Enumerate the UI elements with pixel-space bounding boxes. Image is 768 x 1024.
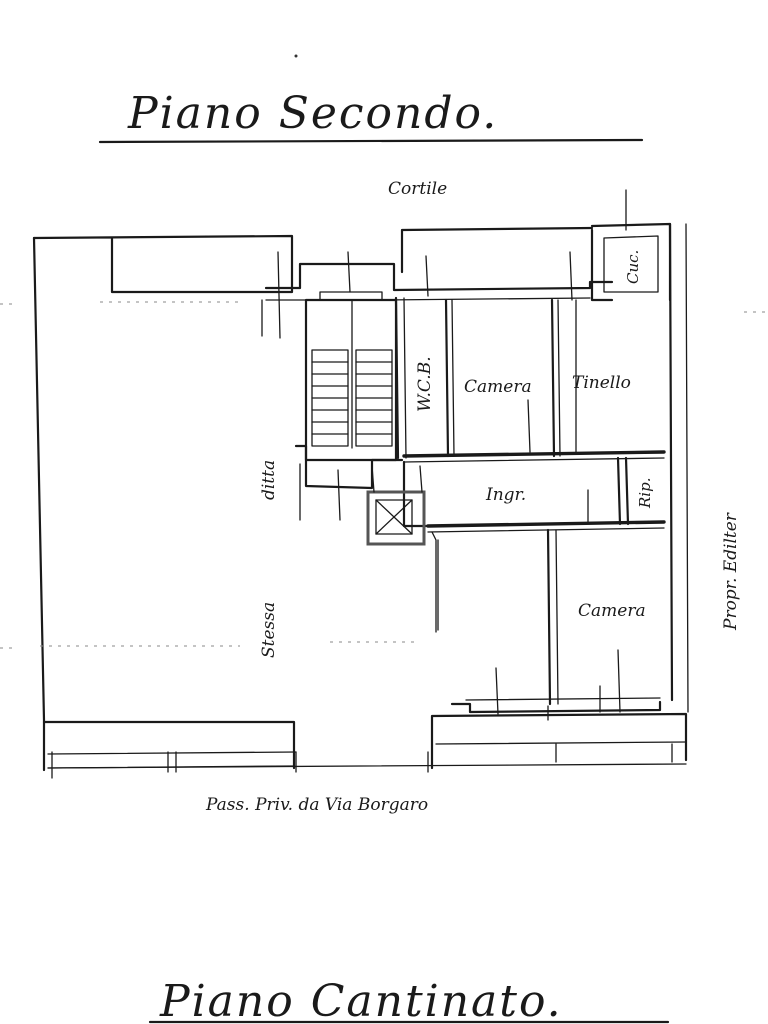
apartment-walls bbox=[264, 228, 666, 714]
label-cucina: Cuc. bbox=[624, 250, 642, 284]
label-propr-edilter: Propr. Edilter bbox=[721, 512, 741, 631]
title-underline bbox=[98, 138, 644, 144]
label-cortile: Cortile bbox=[388, 179, 447, 199]
construction-lines bbox=[261, 189, 627, 721]
ink-dot bbox=[294, 54, 298, 58]
guide-lines bbox=[0, 301, 768, 649]
label-camera-north: Camera bbox=[464, 377, 532, 397]
label-wc: W.C.B. bbox=[415, 356, 435, 412]
label-ripostiglio: Rip. bbox=[636, 478, 654, 509]
label-street: Pass. Priv. da Via Borgaro bbox=[205, 795, 428, 815]
label-stessa: Stessa bbox=[259, 602, 279, 658]
title-piano-secondo: Piano Secondo. bbox=[127, 88, 498, 139]
lift-shaft bbox=[366, 465, 426, 546]
title-piano-cantinato: Piano Cantinato. bbox=[159, 976, 563, 1024]
label-ditta: ditta bbox=[259, 460, 279, 500]
staircase bbox=[294, 298, 404, 521]
outer-walls bbox=[32, 222, 689, 779]
label-camera-south: Camera bbox=[578, 601, 646, 621]
label-tinello: Tinello bbox=[572, 373, 631, 393]
label-ingresso: Ingr. bbox=[485, 485, 526, 505]
